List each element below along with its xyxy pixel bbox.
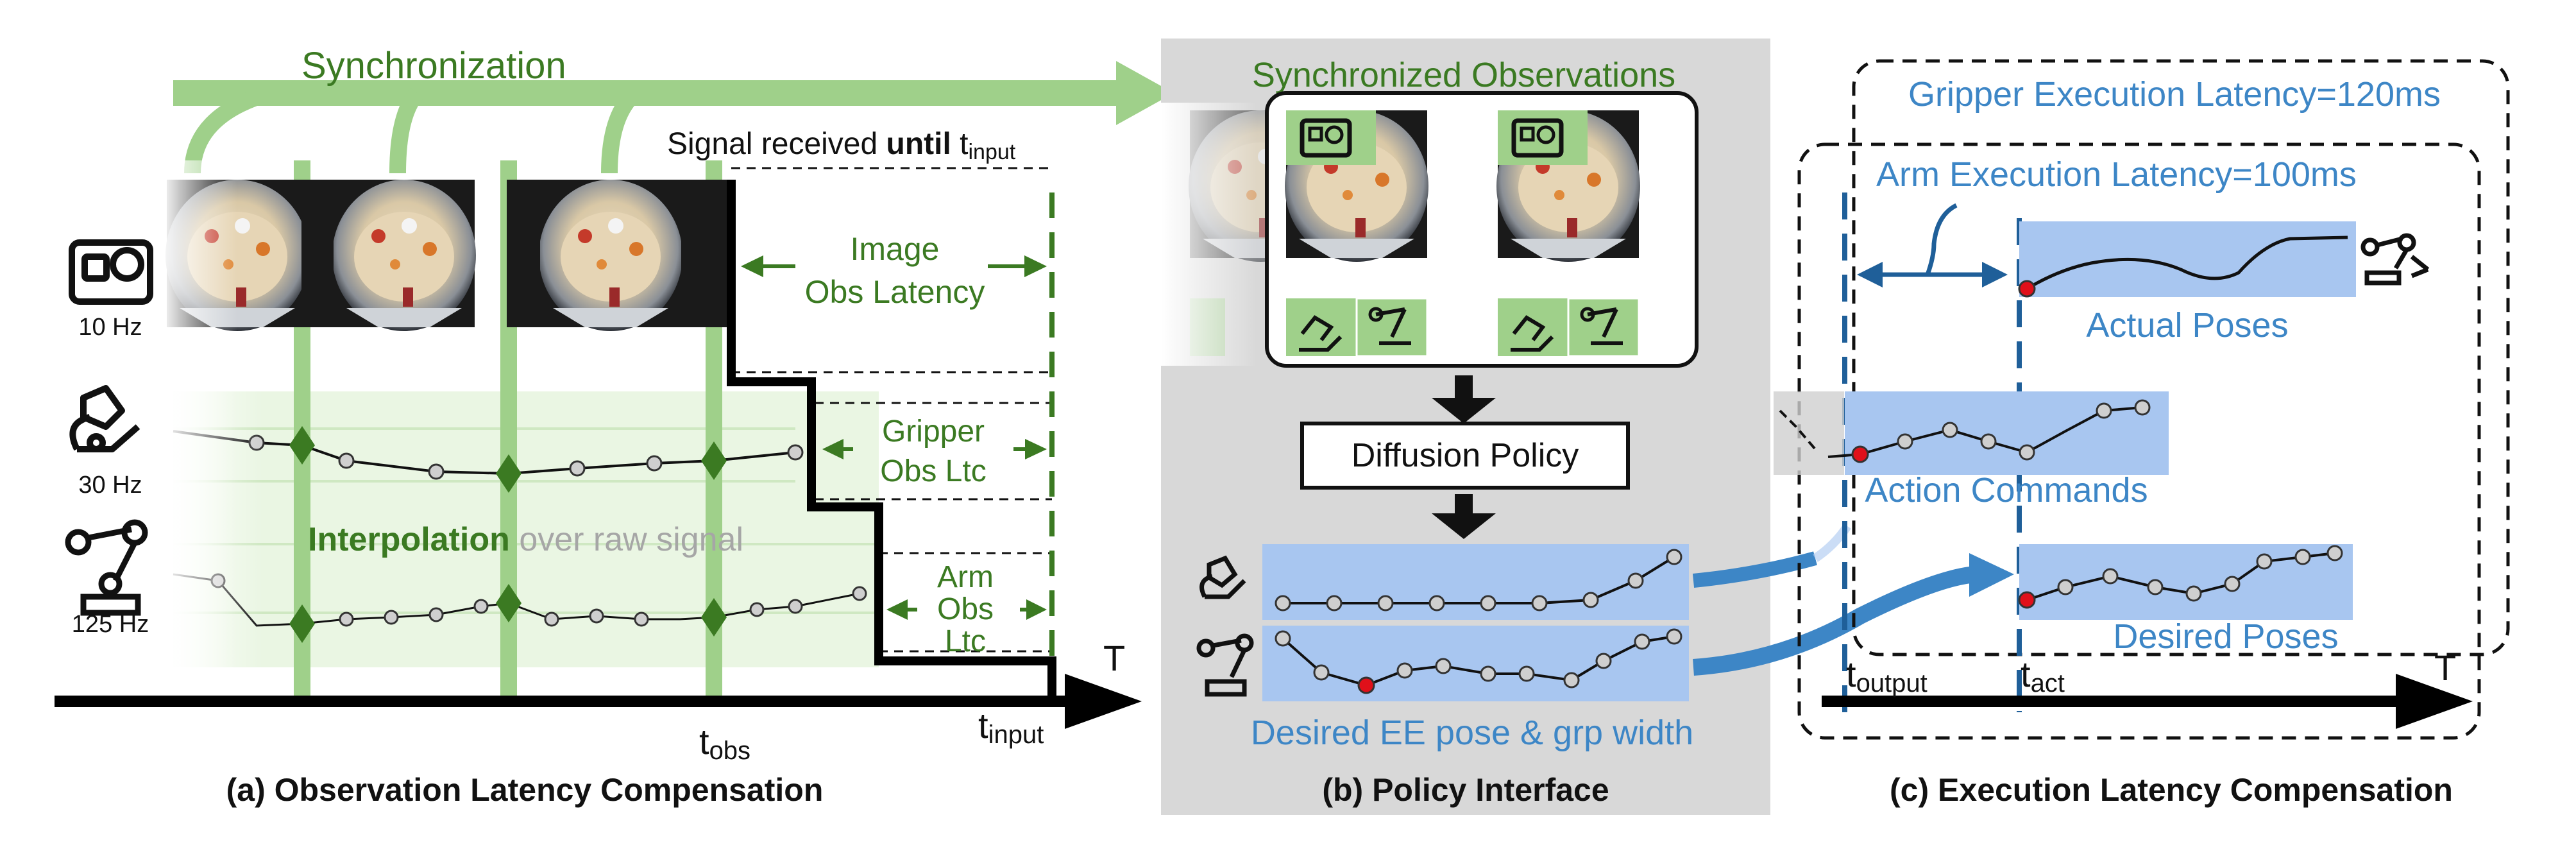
arrow-from-policy <box>1432 513 1496 539</box>
image-latency-arrow <box>741 255 1047 277</box>
desired-poses-trajectory <box>2018 545 2343 609</box>
gripper-command-link <box>1692 551 1817 588</box>
action-commands-trajectory <box>1827 399 2151 463</box>
camera-frames <box>165 180 731 331</box>
gripper-latency-label-1: Gripper <box>882 415 985 449</box>
arm-command-link <box>1693 566 1977 676</box>
t-input-label: tinput <box>978 705 1044 749</box>
camera-rate: 10 Hz <box>78 314 142 341</box>
interpolation-label: Interpolation over raw signal <box>308 521 743 558</box>
time-axis-c <box>1822 696 2412 707</box>
synchronization-label: Synchronization <box>301 45 566 87</box>
output-label: Desired EE pose & grp width <box>1251 714 1693 752</box>
image-latency-label-1: Image <box>851 231 940 267</box>
arm-latency-label-2: Obs <box>937 592 994 626</box>
gripper-output-trajectory <box>1275 549 1682 612</box>
arm-signal <box>173 573 867 643</box>
gripper-execution-latency: Gripper Execution Latency=120ms <box>1908 75 2441 114</box>
arm-latency-frame <box>1797 142 2481 740</box>
axis-t-label-a: T <box>1103 638 1125 678</box>
actual-poses-box <box>2019 221 2356 297</box>
gripper-latency-frame <box>1852 59 2510 656</box>
arm-rate: 125 Hz <box>72 611 149 638</box>
caption-a: (a) Observation Latency Compensation <box>226 772 824 808</box>
signal-received-text: Signal received until tinput <box>667 127 1016 164</box>
desired-poses-label: Desired Poses <box>2113 617 2338 656</box>
execution-latency-arrow <box>1857 203 2008 287</box>
panel-b: Synchronized Observations <box>1161 38 1770 815</box>
gripper-rate: 30 Hz <box>78 472 142 499</box>
panel-a: Synchronization Signal received until ti… <box>55 45 1174 808</box>
diffusion-policy-box <box>1300 422 1630 490</box>
observation-slot-1 <box>1285 110 1428 357</box>
arm-output-trajectory <box>1275 628 1682 694</box>
latency-step-line <box>727 180 1056 706</box>
gripper-output-icon <box>1199 555 1246 599</box>
gripper-output-box <box>1262 544 1689 620</box>
caption-c: (c) Execution Latency Compensation <box>1890 772 2453 808</box>
actual-poses-curve <box>2026 235 2348 291</box>
t-act-label: tact <box>2021 654 2065 697</box>
arm-output-box <box>1262 626 1689 701</box>
gripper-latency-label-2: Obs Ltc <box>880 454 986 488</box>
synchronization-arrow <box>173 61 1174 174</box>
arm-output-icon <box>1196 633 1254 697</box>
arm-execution-latency: Arm Execution Latency=100ms <box>1876 155 2357 194</box>
interpolation-band <box>173 391 879 667</box>
robot-arm-icon <box>65 519 148 616</box>
actual-poses-label: Actual Poses <box>2086 306 2288 345</box>
action-commands-label: Action Commands <box>1865 471 2148 509</box>
image-latency-label-2: Obs Latency <box>805 274 985 310</box>
action-commands-box <box>1845 391 2169 475</box>
t-output-label: toutput <box>1846 654 1928 697</box>
panel-c: Gripper Execution Latency=120ms Arm Exec… <box>1774 59 2510 808</box>
arm-latency-arrow <box>886 599 1047 620</box>
gripper-latency-arrow <box>822 439 1047 459</box>
actual-poses-robot-icon <box>2360 233 2430 286</box>
arrow-to-policy <box>1432 398 1496 424</box>
reference-dashes <box>731 167 1052 653</box>
caption-b: (b) Policy Interface <box>1322 772 1609 808</box>
camera-icon <box>69 239 153 305</box>
arm-latency-label-1: Arm <box>937 560 994 594</box>
t-obs-label: tobs <box>699 721 750 765</box>
axis-t-label-c: T <box>2434 647 2456 688</box>
diffusion-policy-label: Diffusion Policy <box>1352 437 1579 474</box>
synchronized-observations-title: Synchronized Observations <box>1252 56 1675 94</box>
observation-slot-2 <box>1496 110 1640 357</box>
gripper-icon <box>69 385 140 452</box>
arm-latency-label-3: Ltc <box>945 624 986 658</box>
time-axis-a <box>55 696 1081 707</box>
